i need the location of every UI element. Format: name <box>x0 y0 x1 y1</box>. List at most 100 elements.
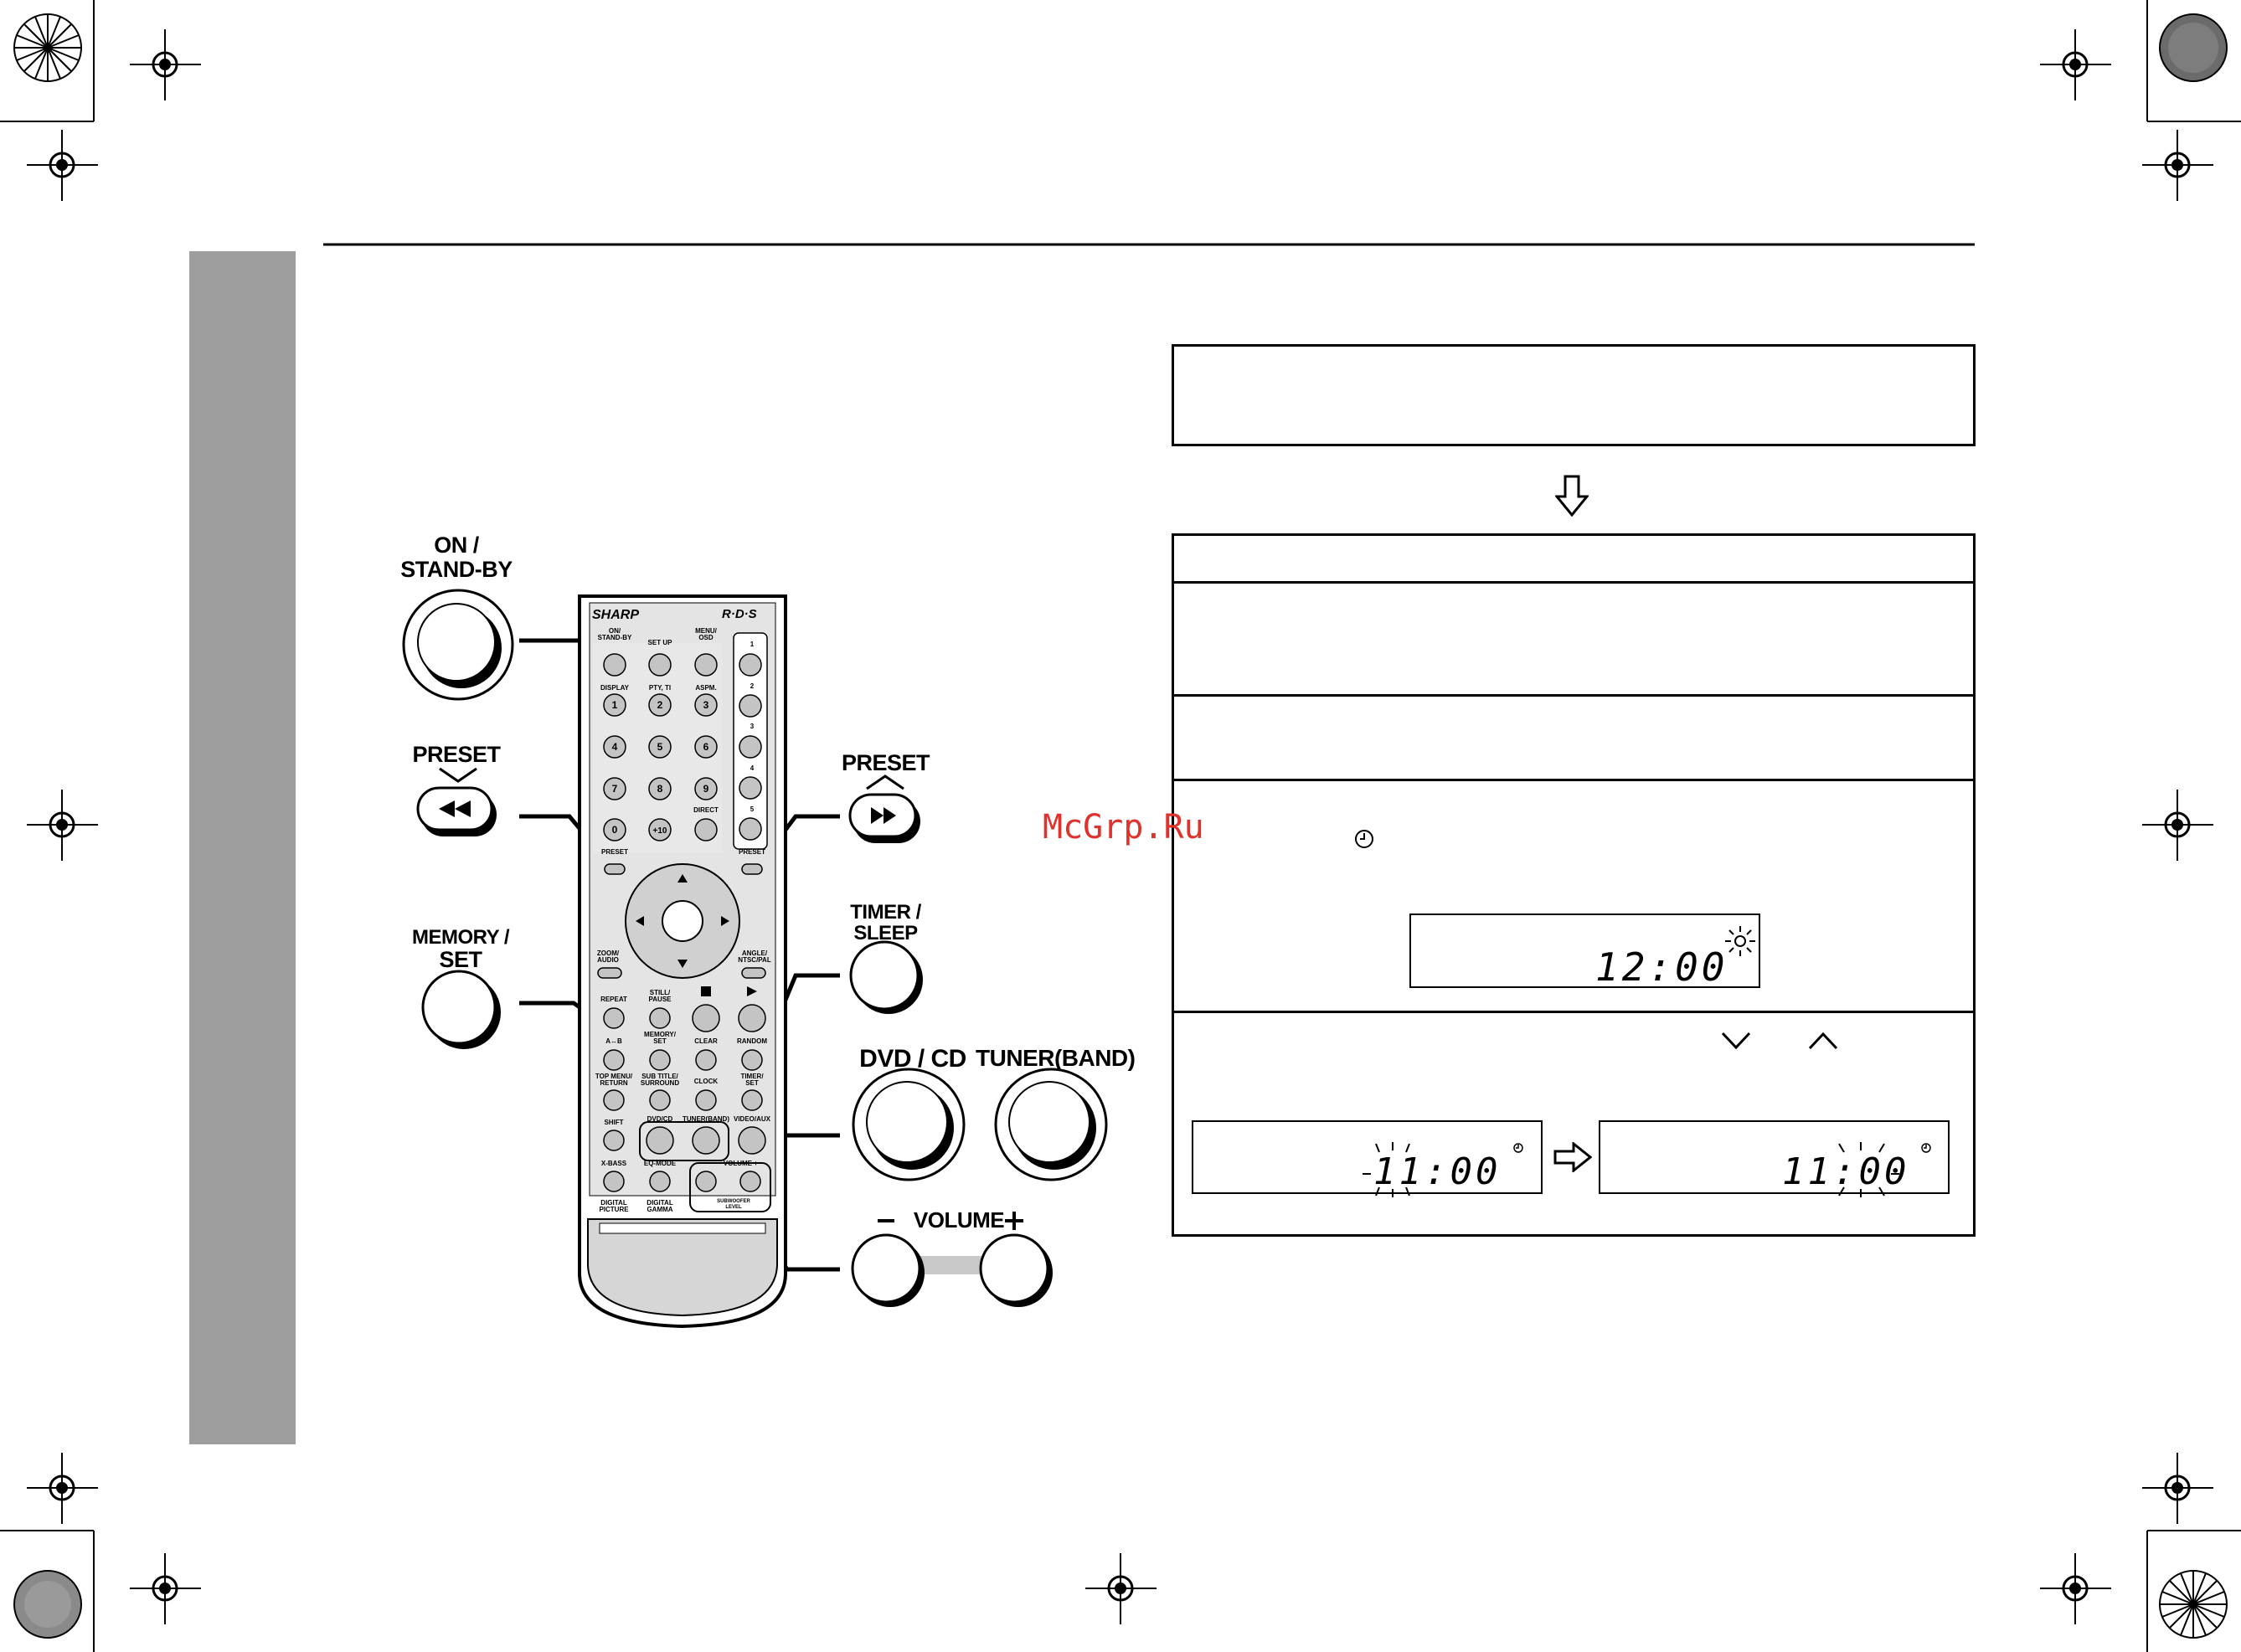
chevron-down-icon <box>1721 1032 1751 1050</box>
svg-text:SUB TITLE/: SUB TITLE/ <box>641 1073 678 1080</box>
svg-text:TIMER/: TIMER/ <box>740 1073 764 1080</box>
svg-text:PICTURE: PICTURE <box>599 1206 629 1213</box>
svg-text:PRESET: PRESET <box>601 848 628 856</box>
preset-left-callout-button <box>416 767 497 836</box>
svg-text:ZOOM/: ZOOM/ <box>597 950 620 957</box>
svg-text:DIGITAL: DIGITAL <box>600 1199 627 1207</box>
minute-blink-marks <box>1838 1142 1899 1197</box>
hour-display-after-digits: 11:00 <box>1782 1150 1910 1193</box>
volume-callout-buttons <box>851 1212 1053 1307</box>
step-divider-3 <box>1172 779 1976 781</box>
svg-text:AUDIO: AUDIO <box>597 956 619 964</box>
svg-text:1: 1 <box>750 641 755 648</box>
chevron-up-icon <box>1808 1032 1838 1050</box>
registration-mark-icon <box>27 130 98 201</box>
svg-text:OSD: OSD <box>698 634 714 641</box>
svg-text:STAND-BY: STAND-BY <box>598 634 632 641</box>
volume-label: VOLUME <box>913 1207 1005 1233</box>
clock-icon <box>1921 1143 1931 1153</box>
step-divider-1 <box>1172 581 1976 584</box>
svg-text:SET: SET <box>653 1037 667 1045</box>
registration-mark-icon <box>2142 130 2213 201</box>
watermark: McGrp.Ru <box>1043 808 1204 847</box>
registration-mark-icon <box>2040 29 2111 100</box>
memory-set-label: MEMORY /SET <box>411 926 510 972</box>
step-divider-4 <box>1172 1011 1976 1013</box>
on-standby-callout-button <box>402 589 514 701</box>
svg-text:X-BASS: X-BASS <box>601 1160 627 1167</box>
svg-text:4: 4 <box>612 741 618 753</box>
clock-icon <box>1513 1143 1523 1153</box>
svg-text:RETURN: RETURN <box>600 1079 628 1087</box>
registration-mark-icon <box>27 1453 98 1524</box>
svg-text:+10: +10 <box>653 826 667 836</box>
svg-text:SET: SET <box>745 1079 759 1087</box>
clock-display-digits: 12:00 <box>1595 944 1728 990</box>
remote-keys: ON/ STAND-BY SET UP MENU/ OSD DISPLAY PT… <box>595 627 771 1234</box>
right-arrow-icon <box>1553 1142 1592 1172</box>
timer-sleep-label: TIMER /SLEEP <box>850 901 921 944</box>
svg-text:7: 7 <box>612 783 618 795</box>
registration-mark-icon <box>130 29 201 100</box>
svg-text:TOP MENU/: TOP MENU/ <box>595 1073 633 1080</box>
registration-mark-icon <box>2142 1453 2213 1524</box>
svg-text:CLOCK: CLOCK <box>694 1078 719 1085</box>
svg-text:STILL/: STILL/ <box>650 989 671 996</box>
svg-text:SURROUND: SURROUND <box>641 1079 679 1087</box>
svg-text:SHIFT: SHIFT <box>604 1119 623 1126</box>
registration-mark-icon <box>1085 1553 1157 1624</box>
hour-display-after <box>1599 1120 1950 1194</box>
timer-sleep-callout-button <box>849 940 923 1014</box>
intro-box <box>1172 344 1976 446</box>
svg-text:2: 2 <box>657 699 663 711</box>
star-target-icon <box>2159 13 2228 82</box>
svg-text:9: 9 <box>703 783 709 795</box>
svg-text:CLEAR: CLEAR <box>694 1037 718 1045</box>
svg-text:6: 6 <box>703 741 709 753</box>
memory-set-callout-button <box>421 970 501 1049</box>
key-label-on-standby: ON/ <box>609 627 621 635</box>
svg-text:4: 4 <box>750 764 755 772</box>
svg-text:1: 1 <box>612 699 618 711</box>
svg-text:DIGITAL: DIGITAL <box>647 1199 673 1207</box>
clock-icon <box>1355 830 1373 848</box>
clock-display <box>1409 913 1760 988</box>
registration-mark-icon <box>130 1553 201 1624</box>
tuner-band-label: TUNER(BAND) <box>976 1045 1136 1071</box>
svg-text:PTY, TI: PTY, TI <box>649 684 671 692</box>
svg-text:GAMMA: GAMMA <box>647 1206 672 1213</box>
svg-text:DISPLAY: DISPLAY <box>600 684 630 692</box>
sidebar-tab <box>189 251 296 1444</box>
steps-table <box>1172 533 1976 1237</box>
remote-brand: SHARP <box>592 608 640 622</box>
hour-blink-marks <box>1363 1142 1410 1197</box>
svg-text:SET UP: SET UP <box>648 639 673 646</box>
registration-mark-icon <box>27 790 98 861</box>
svg-text:5: 5 <box>657 741 663 753</box>
svg-text:MEMORY/: MEMORY/ <box>644 1031 677 1038</box>
svg-text:VIDEO/AUX: VIDEO/AUX <box>734 1115 771 1123</box>
rds-logo: R·D·S <box>722 607 757 621</box>
svg-text:A↔B: A↔B <box>605 1037 622 1045</box>
dvd-cd-callout-button <box>852 1068 966 1181</box>
preset-right-callout-button <box>848 775 920 843</box>
star-target-icon <box>2159 1570 2228 1639</box>
svg-text:NTSC/PAL: NTSC/PAL <box>738 956 771 964</box>
step-divider-2 <box>1172 694 1976 697</box>
svg-text:SUBWOOFER: SUBWOOFER <box>717 1199 750 1204</box>
svg-text:ASPM.: ASPM. <box>695 684 716 692</box>
svg-text:REPEAT: REPEAT <box>600 996 627 1003</box>
svg-text:PAUSE: PAUSE <box>649 996 672 1003</box>
registration-mark-icon <box>2040 1553 2111 1624</box>
svg-text:5: 5 <box>750 805 755 813</box>
svg-text:8: 8 <box>657 783 663 795</box>
preset-left-label: PRESET <box>412 742 501 767</box>
hour-display-before-digits: 11:00 <box>1373 1150 1502 1193</box>
star-target-icon <box>13 1570 82 1639</box>
svg-text:PRESET: PRESET <box>739 848 765 856</box>
star-target-icon <box>13 13 82 82</box>
registration-mark-icon <box>2142 790 2213 861</box>
svg-text:2: 2 <box>750 682 755 690</box>
svg-text:0: 0 <box>612 824 618 836</box>
